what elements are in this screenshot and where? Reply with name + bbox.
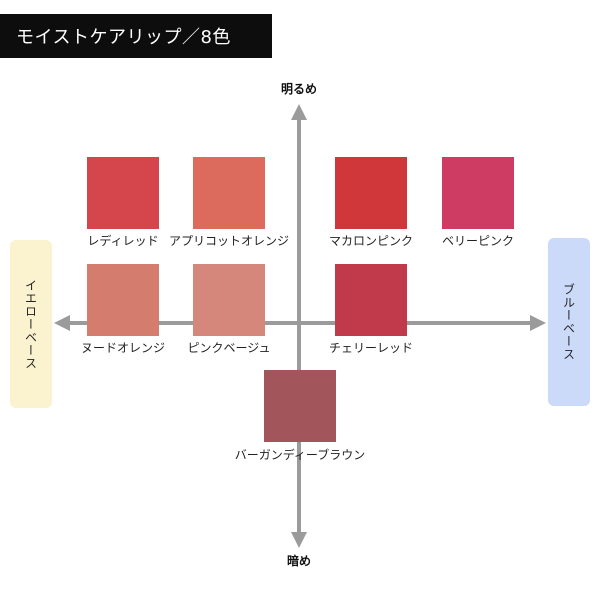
swatch-macaron-pink — [335, 157, 407, 229]
swatch-lady-red — [87, 157, 159, 229]
blue-base-label: ブルーベース — [561, 283, 576, 361]
swatch-label-cherry-red: チェリーレッド — [328, 341, 414, 355]
blue-base-label-box: ブルーベース — [548, 238, 590, 406]
swatch-pink-beige — [193, 264, 265, 336]
axis-label-dark: 暗め — [286, 554, 312, 568]
title-bar: モイストケアリップ／8色 — [0, 14, 272, 58]
swatch-cherry-red — [335, 264, 407, 336]
swatch-label-burgundy-brown: バーガンディーブラウン — [234, 448, 366, 462]
swatch-label-pink-beige: ピンクベージュ — [187, 341, 271, 355]
swatch-label-apricot-orange: アプリコットオレンジ — [168, 234, 290, 248]
swatch-apricot-orange — [193, 157, 265, 229]
swatch-burgundy-brown — [264, 370, 336, 442]
swatch-berry-pink — [442, 157, 514, 229]
swatch-label-lady-red: レディレッド — [87, 234, 159, 248]
page-title: モイストケアリップ／8色 — [16, 27, 231, 48]
swatch-label-macaron-pink: マカロンピンク — [328, 234, 414, 248]
swatch-label-berry-pink: ベリーピンク — [441, 234, 515, 248]
yellow-base-label: イエローベース — [23, 278, 38, 370]
swatch-label-nude-orange: ヌードオレンジ — [80, 341, 166, 355]
swatch-nude-orange — [87, 264, 159, 336]
axis-label-bright: 明るめ — [280, 82, 318, 96]
yellow-base-label-box: イエローベース — [10, 240, 52, 408]
